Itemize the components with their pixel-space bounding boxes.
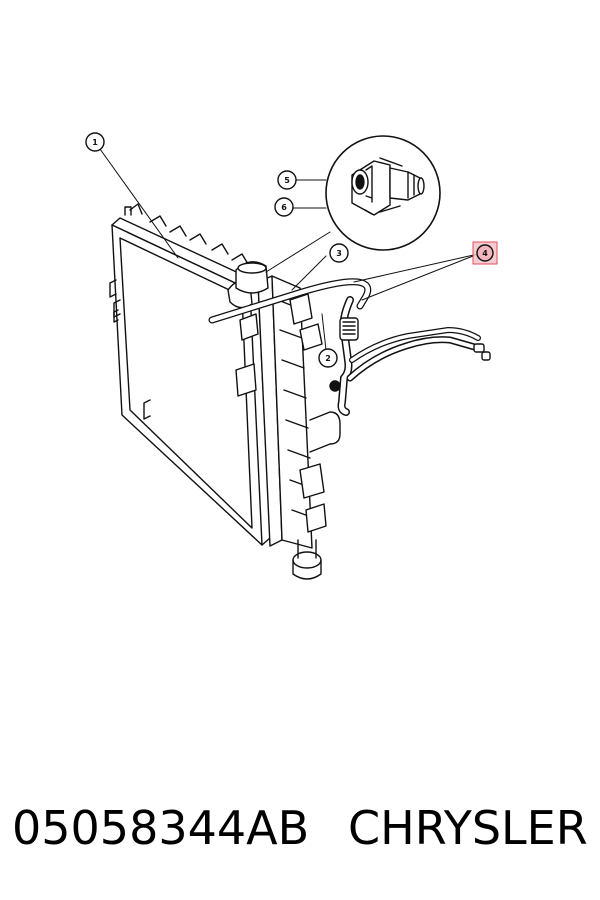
brand-name: CHRYSLER [348, 801, 588, 855]
footer-caption: 05058344AB CHRYSLER [0, 795, 600, 865]
radiator-assembly [109, 203, 271, 546]
callout-6-label: 6 [281, 203, 287, 212]
callout-5-label: 5 [284, 176, 290, 185]
callout-1-label: 1 [92, 138, 98, 147]
upper-fitting [235, 261, 269, 294]
callout-3-label: 3 [336, 249, 342, 258]
side-tank [227, 275, 341, 580]
callout-4-label: 4 [482, 249, 488, 258]
callout-2-label: 2 [325, 354, 331, 363]
ac-lines-right [346, 327, 491, 382]
detail-inset [325, 135, 441, 251]
ac-line-3 [208, 278, 372, 324]
callout-1 [85, 132, 105, 152]
callout-2 [318, 348, 338, 368]
callout-5 [277, 170, 297, 190]
callout-6 [274, 197, 294, 217]
callout-4 [472, 241, 498, 265]
parts-diagram: 1 3 4 2 5 6 [85, 132, 498, 580]
ac-line-2 [329, 296, 359, 416]
part-number: 05058344AB [12, 801, 310, 855]
callout-3 [329, 243, 349, 263]
leader-lines [99, 148, 479, 351]
